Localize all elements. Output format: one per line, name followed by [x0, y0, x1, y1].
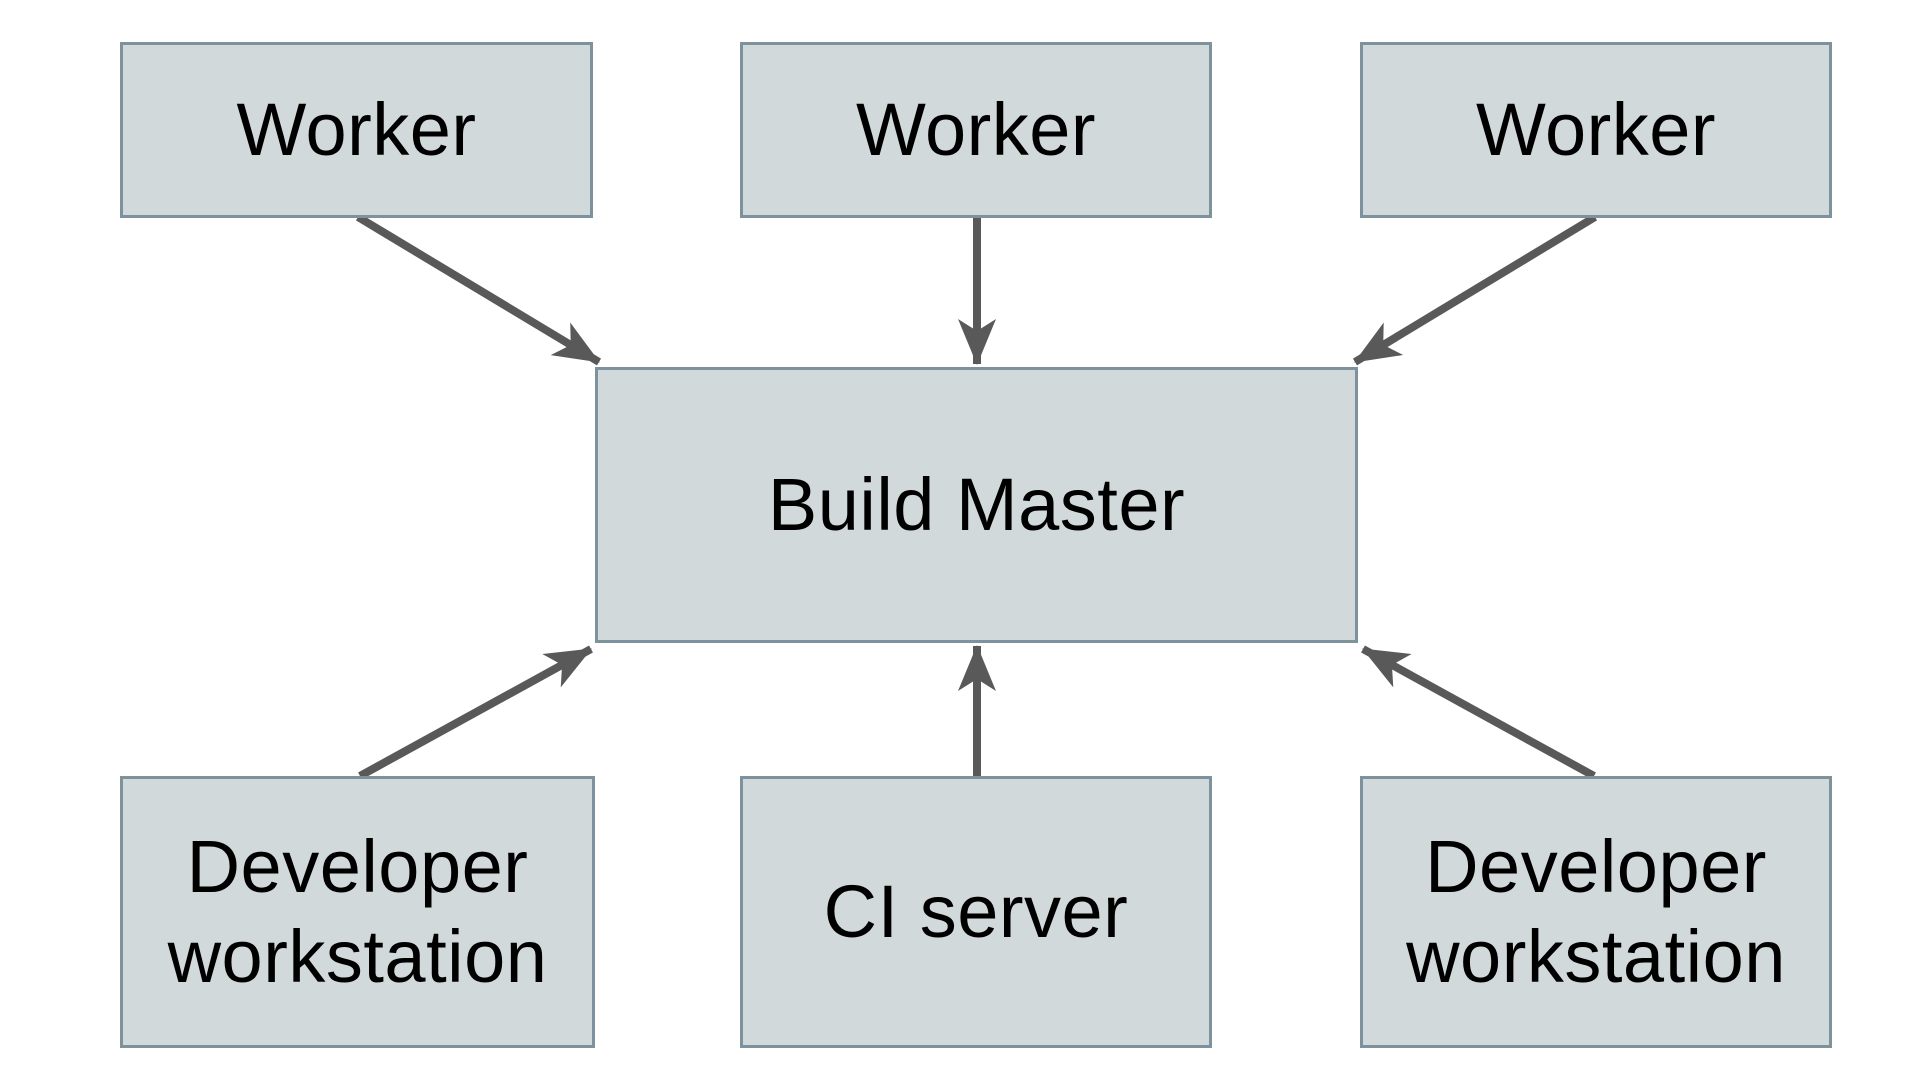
node-ci-server-label: CI server — [823, 869, 1129, 953]
node-worker-1: Worker — [120, 42, 593, 218]
node-developer-workstation-1: Developer workstation — [120, 776, 595, 1048]
edge-developer-workstation-2-to-build-master — [1361, 645, 1596, 780]
node-ci-server: CI server — [740, 776, 1212, 1048]
node-worker-2-label: Worker — [855, 87, 1097, 171]
node-developer-workstation-2-label: Developer workstation — [1406, 824, 1786, 998]
edge-worker-1-to-build-master — [355, 213, 602, 366]
node-worker-3-label: Worker — [1475, 87, 1717, 171]
node-developer-workstation-2: Developer workstation — [1360, 776, 1832, 1048]
node-build-master: Build Master — [595, 367, 1358, 643]
node-developer-workstation-1-label: Developer workstation — [167, 824, 548, 998]
node-build-master-label: Build Master — [767, 462, 1186, 546]
edge-worker-3-to-build-master — [1352, 213, 1598, 366]
edge-developer-workstation-1-to-build-master — [358, 645, 593, 780]
node-worker-3: Worker — [1360, 42, 1832, 218]
node-worker-2: Worker — [740, 42, 1212, 218]
node-worker-1-label: Worker — [236, 87, 477, 171]
